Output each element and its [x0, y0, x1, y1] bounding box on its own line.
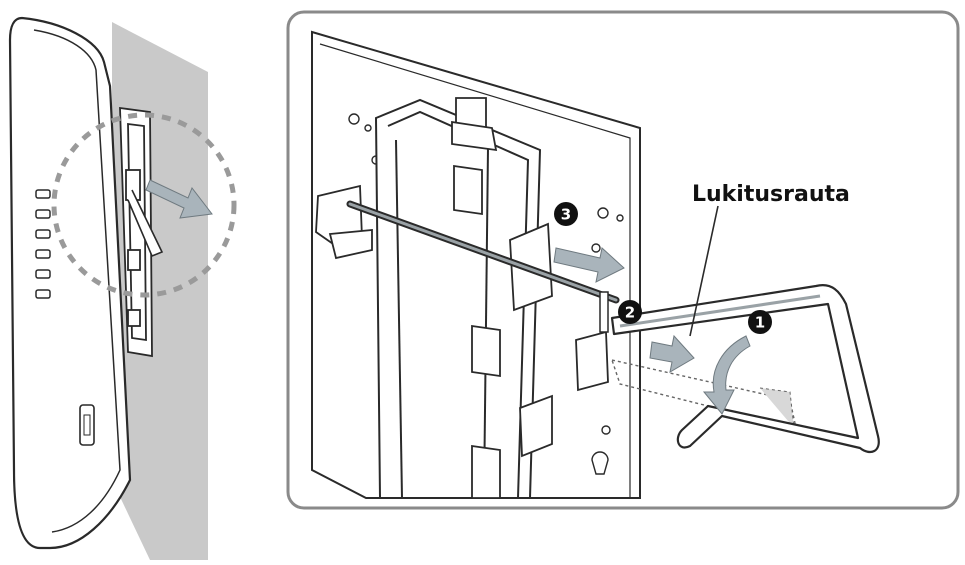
side-port [79, 404, 95, 446]
rotate-arrow-icon [702, 335, 751, 415]
step-badge-1: 1 [748, 310, 772, 334]
step-badge-2: 2 [618, 300, 642, 324]
detail-panel: Lukitusrauta 3 2 1 [286, 10, 960, 510]
monitor-side [8, 16, 132, 550]
zoom-circle [51, 112, 237, 298]
slide-arrow-icon [553, 247, 625, 283]
locking-bar-side [127, 189, 164, 258]
push-arrow-icon [649, 334, 695, 373]
callout-leader [689, 205, 719, 337]
locking-rod [346, 200, 620, 333]
svg-text:1: 1 [755, 314, 765, 332]
locking-bar [610, 284, 880, 454]
pull-arrow-icon [145, 179, 213, 219]
step-badge-3: 3 [554, 202, 578, 226]
overview-illustration [8, 16, 237, 560]
channel-clips [315, 97, 609, 499]
vertical-channel [374, 98, 542, 499]
monitor-bezel-edge [33, 29, 121, 533]
svg-text:3: 3 [561, 206, 571, 224]
vent-slots [35, 189, 51, 299]
callout-label: Lukitusrauta [692, 182, 850, 207]
svg-text:2: 2 [625, 304, 635, 322]
